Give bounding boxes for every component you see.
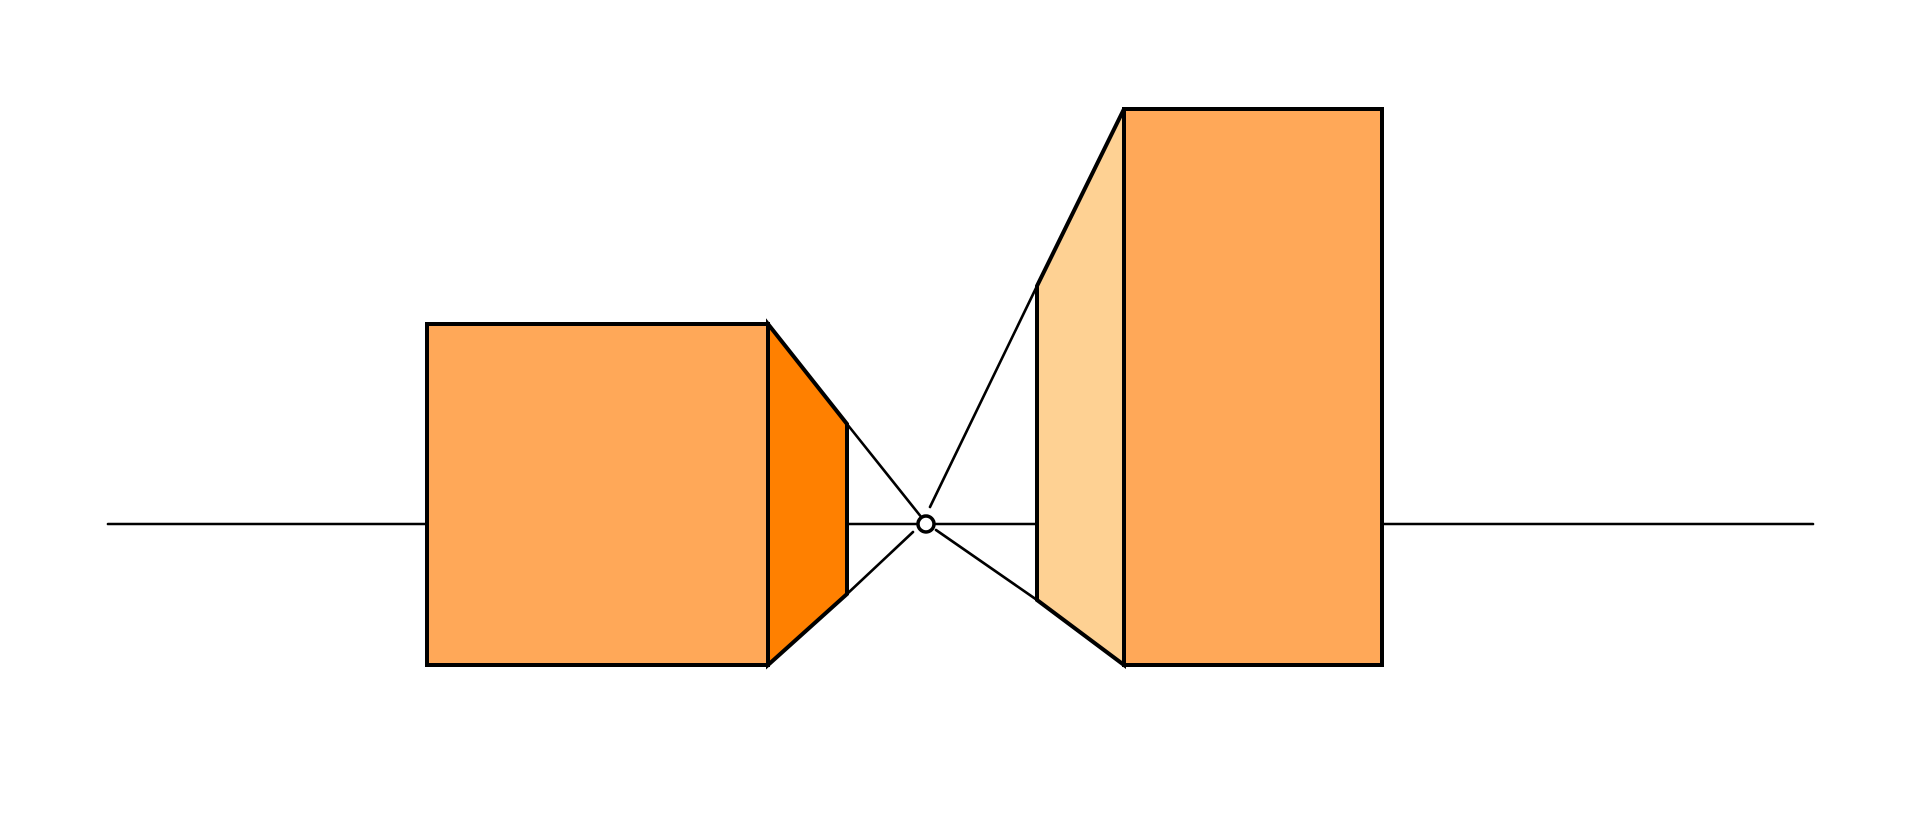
left-box-lower-convergence-line [845, 530, 915, 596]
left-box-side-face [766, 318, 849, 670]
right-box-side-face [1035, 108, 1126, 669]
vanishing-point [916, 514, 936, 534]
right-box-upper-convergence-line [928, 284, 1039, 509]
left-box-upper-convergence-line [845, 422, 924, 520]
right-box-front-face [1122, 107, 1384, 667]
left-box-front-face [425, 322, 770, 667]
right-box [928, 107, 1384, 669]
right-box-lower-convergence-line [934, 528, 1039, 602]
left-box [425, 318, 924, 670]
